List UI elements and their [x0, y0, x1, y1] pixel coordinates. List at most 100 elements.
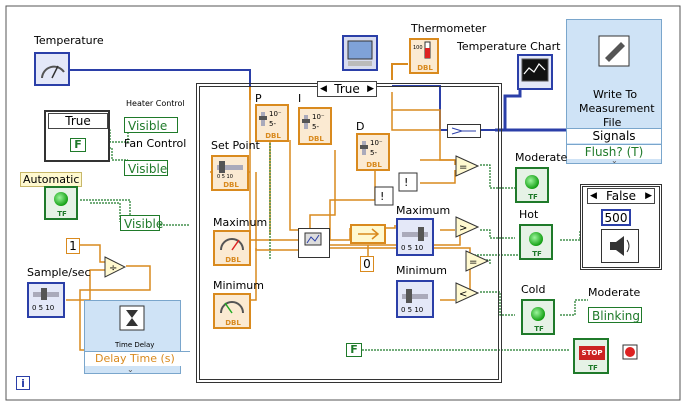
- cold-led-terminal[interactable]: TF: [521, 299, 555, 335]
- temperature-chart-label: Temperature Chart: [457, 40, 561, 53]
- speaker-icon: [610, 236, 630, 256]
- heater-control-label: Heater Control: [126, 99, 185, 108]
- info-icon[interactable]: i: [16, 376, 30, 390]
- moderate-blinking-property[interactable]: Blinking: [588, 307, 642, 323]
- write-file-title-1: Write To: [593, 88, 638, 101]
- not-function-icon[interactable]: !: [398, 172, 418, 192]
- set-point-label: Set Point: [211, 139, 260, 152]
- dbl-tag: DBL: [417, 64, 433, 72]
- pid-icon: [304, 232, 322, 246]
- i-label: I: [298, 92, 302, 105]
- stop-icon: STOP: [579, 346, 605, 360]
- svg-text:100: 100: [413, 45, 423, 51]
- svg-text:0 5 10: 0 5 10: [217, 174, 233, 179]
- hourglass-icon: [119, 305, 145, 331]
- constant-one[interactable]: 1: [66, 238, 80, 254]
- moderate-bottom-label: Moderate: [588, 286, 641, 299]
- svg-text:10⁻: 10⁻: [370, 139, 383, 147]
- beep-subvi[interactable]: [601, 229, 639, 263]
- svg-text:0 5 10: 0 5 10: [401, 244, 423, 252]
- hot-led-terminal[interactable]: TF: [519, 224, 553, 260]
- automatic-visible-property[interactable]: Visible: [120, 215, 163, 231]
- svg-text:5-: 5-: [269, 120, 276, 128]
- merge-signals-node[interactable]: [447, 124, 481, 138]
- slider-icon: 10⁻5-: [302, 113, 325, 131]
- stop-button-terminal[interactable]: STOP TF: [573, 338, 609, 374]
- svg-text:10⁻: 10⁻: [312, 113, 325, 121]
- signals-param[interactable]: Signals: [567, 128, 661, 143]
- cold-label: Cold: [521, 283, 546, 296]
- tf-tag: TF: [588, 364, 598, 372]
- led-icon: [529, 232, 543, 246]
- thermometer-label: Thermometer: [411, 22, 487, 35]
- case-selector[interactable]: True: [48, 113, 108, 129]
- in-range-coerce-node[interactable]: [350, 224, 386, 244]
- divide-function-icon[interactable]: ÷: [104, 256, 126, 278]
- false-constant[interactable]: F: [70, 138, 86, 152]
- slider-icon: 10⁻5-: [360, 139, 383, 157]
- moderate-led-terminal[interactable]: TF: [515, 167, 549, 203]
- tf-tag: TF: [528, 193, 538, 201]
- case-next-icon[interactable]: ▶: [645, 191, 652, 201]
- thermometer-terminal[interactable]: 100 DBL: [409, 38, 439, 74]
- delay-time-param[interactable]: Delay Time (s): [85, 351, 190, 366]
- time-delay-express-vi[interactable]: Time Delay Delay Time (s) ⌄: [84, 300, 190, 374]
- equal-function-icon[interactable]: =: [455, 155, 479, 177]
- monitor-icon: [347, 40, 373, 66]
- temperature-label: Temperature: [34, 34, 104, 47]
- maximum-right-label: Maximum: [396, 204, 451, 217]
- heater-control-visible-property[interactable]: Visible: [124, 117, 178, 133]
- case-selector-label: True: [334, 82, 360, 96]
- write-to-measurement-file-vi[interactable]: Write To Measurement File Signals Flush?…: [566, 19, 662, 165]
- i-gain-terminal[interactable]: 10⁻5- DBL: [298, 107, 332, 145]
- svg-text:5-: 5-: [312, 123, 319, 131]
- less-function-icon[interactable]: <: [455, 282, 479, 304]
- slider-icon: 0 5 10: [32, 288, 59, 312]
- set-point-terminal[interactable]: 0 5 10 DBL: [211, 155, 249, 191]
- minimum-left-terminal[interactable]: DBL: [213, 293, 251, 329]
- expand-chevron-icon[interactable]: ⌄: [127, 365, 134, 374]
- slider-icon: 0 5 10: [217, 161, 243, 180]
- p-gain-terminal[interactable]: 10⁻5- DBL: [255, 104, 289, 142]
- d-gain-terminal[interactable]: 10⁻5- DBL: [356, 133, 390, 171]
- maximum-right-terminal[interactable]: 0 5 10: [396, 218, 434, 256]
- dbl-tag: DBL: [225, 256, 241, 264]
- arrow-icon: [358, 228, 380, 240]
- gauge-icon: [41, 65, 65, 79]
- panel-display-terminal[interactable]: [342, 35, 378, 71]
- dbl-tag: DBL: [265, 132, 281, 140]
- false-constant-stop[interactable]: F: [346, 343, 362, 357]
- minimum-right-terminal[interactable]: 0 5 10: [396, 280, 434, 318]
- pid-subvi[interactable]: [298, 228, 330, 258]
- led-icon: [531, 307, 545, 321]
- main-case-selector[interactable]: ◀ True ▶: [317, 81, 377, 97]
- case-selector-right[interactable]: ◀ False ▶: [587, 188, 655, 204]
- expand-chevron-icon-2[interactable]: ⌄: [611, 156, 618, 165]
- loop-condition-stop-icon[interactable]: [622, 344, 638, 360]
- time-delay-title: Time Delay: [115, 341, 155, 349]
- case-structure-heater[interactable]: True F: [44, 110, 110, 162]
- case-prev-icon[interactable]: ◀: [320, 84, 327, 94]
- svg-text:5-: 5-: [370, 149, 377, 157]
- maximum-left-terminal[interactable]: DBL: [213, 230, 251, 266]
- case-prev-icon[interactable]: ◀: [590, 191, 597, 201]
- temperature-chart-terminal[interactable]: [517, 54, 553, 90]
- led-icon: [525, 175, 539, 189]
- case-structure-sound[interactable]: ◀ False ▶ 500: [580, 184, 662, 270]
- equal-function-icon-2[interactable]: =: [465, 250, 489, 272]
- constant-zero[interactable]: 0: [360, 256, 374, 272]
- automatic-label: Automatic: [20, 172, 83, 187]
- sample-sec-terminal[interactable]: 0 5 10: [27, 282, 65, 318]
- flush-param[interactable]: Flush? (T): [567, 144, 661, 159]
- moderate-top-label: Moderate: [515, 151, 568, 164]
- temperature-gauge-terminal[interactable]: [34, 52, 70, 86]
- constant-500[interactable]: 500: [601, 209, 631, 226]
- dbl-tag: DBL: [308, 135, 324, 143]
- svg-text:>: >: [459, 223, 467, 234]
- not-function-icon-2[interactable]: !: [374, 186, 394, 206]
- automatic-boolean-terminal[interactable]: TF: [44, 186, 78, 220]
- fan-control-visible-property[interactable]: Visible: [124, 160, 168, 176]
- merge-icon: [451, 127, 476, 135]
- case-next-icon[interactable]: ▶: [367, 84, 374, 94]
- greater-function-icon[interactable]: >: [455, 216, 479, 238]
